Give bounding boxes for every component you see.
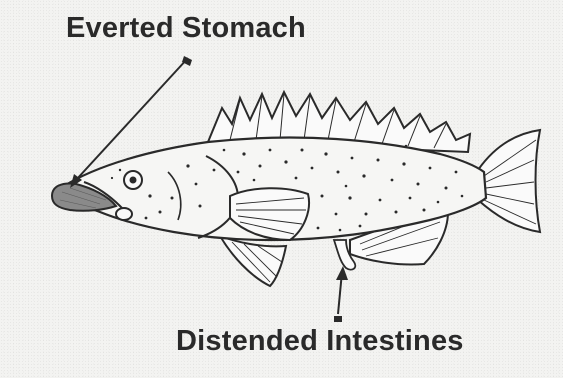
pelvic-fin xyxy=(220,236,286,286)
pupil xyxy=(130,177,137,184)
intestine-arrow-tail xyxy=(334,316,342,322)
everted-stomach-label: Everted Stomach xyxy=(66,12,306,45)
stomach-arrow-tail xyxy=(182,56,192,66)
distended-intestines-label: Distended Intestines xyxy=(176,325,464,358)
maxilla-end xyxy=(116,208,132,220)
